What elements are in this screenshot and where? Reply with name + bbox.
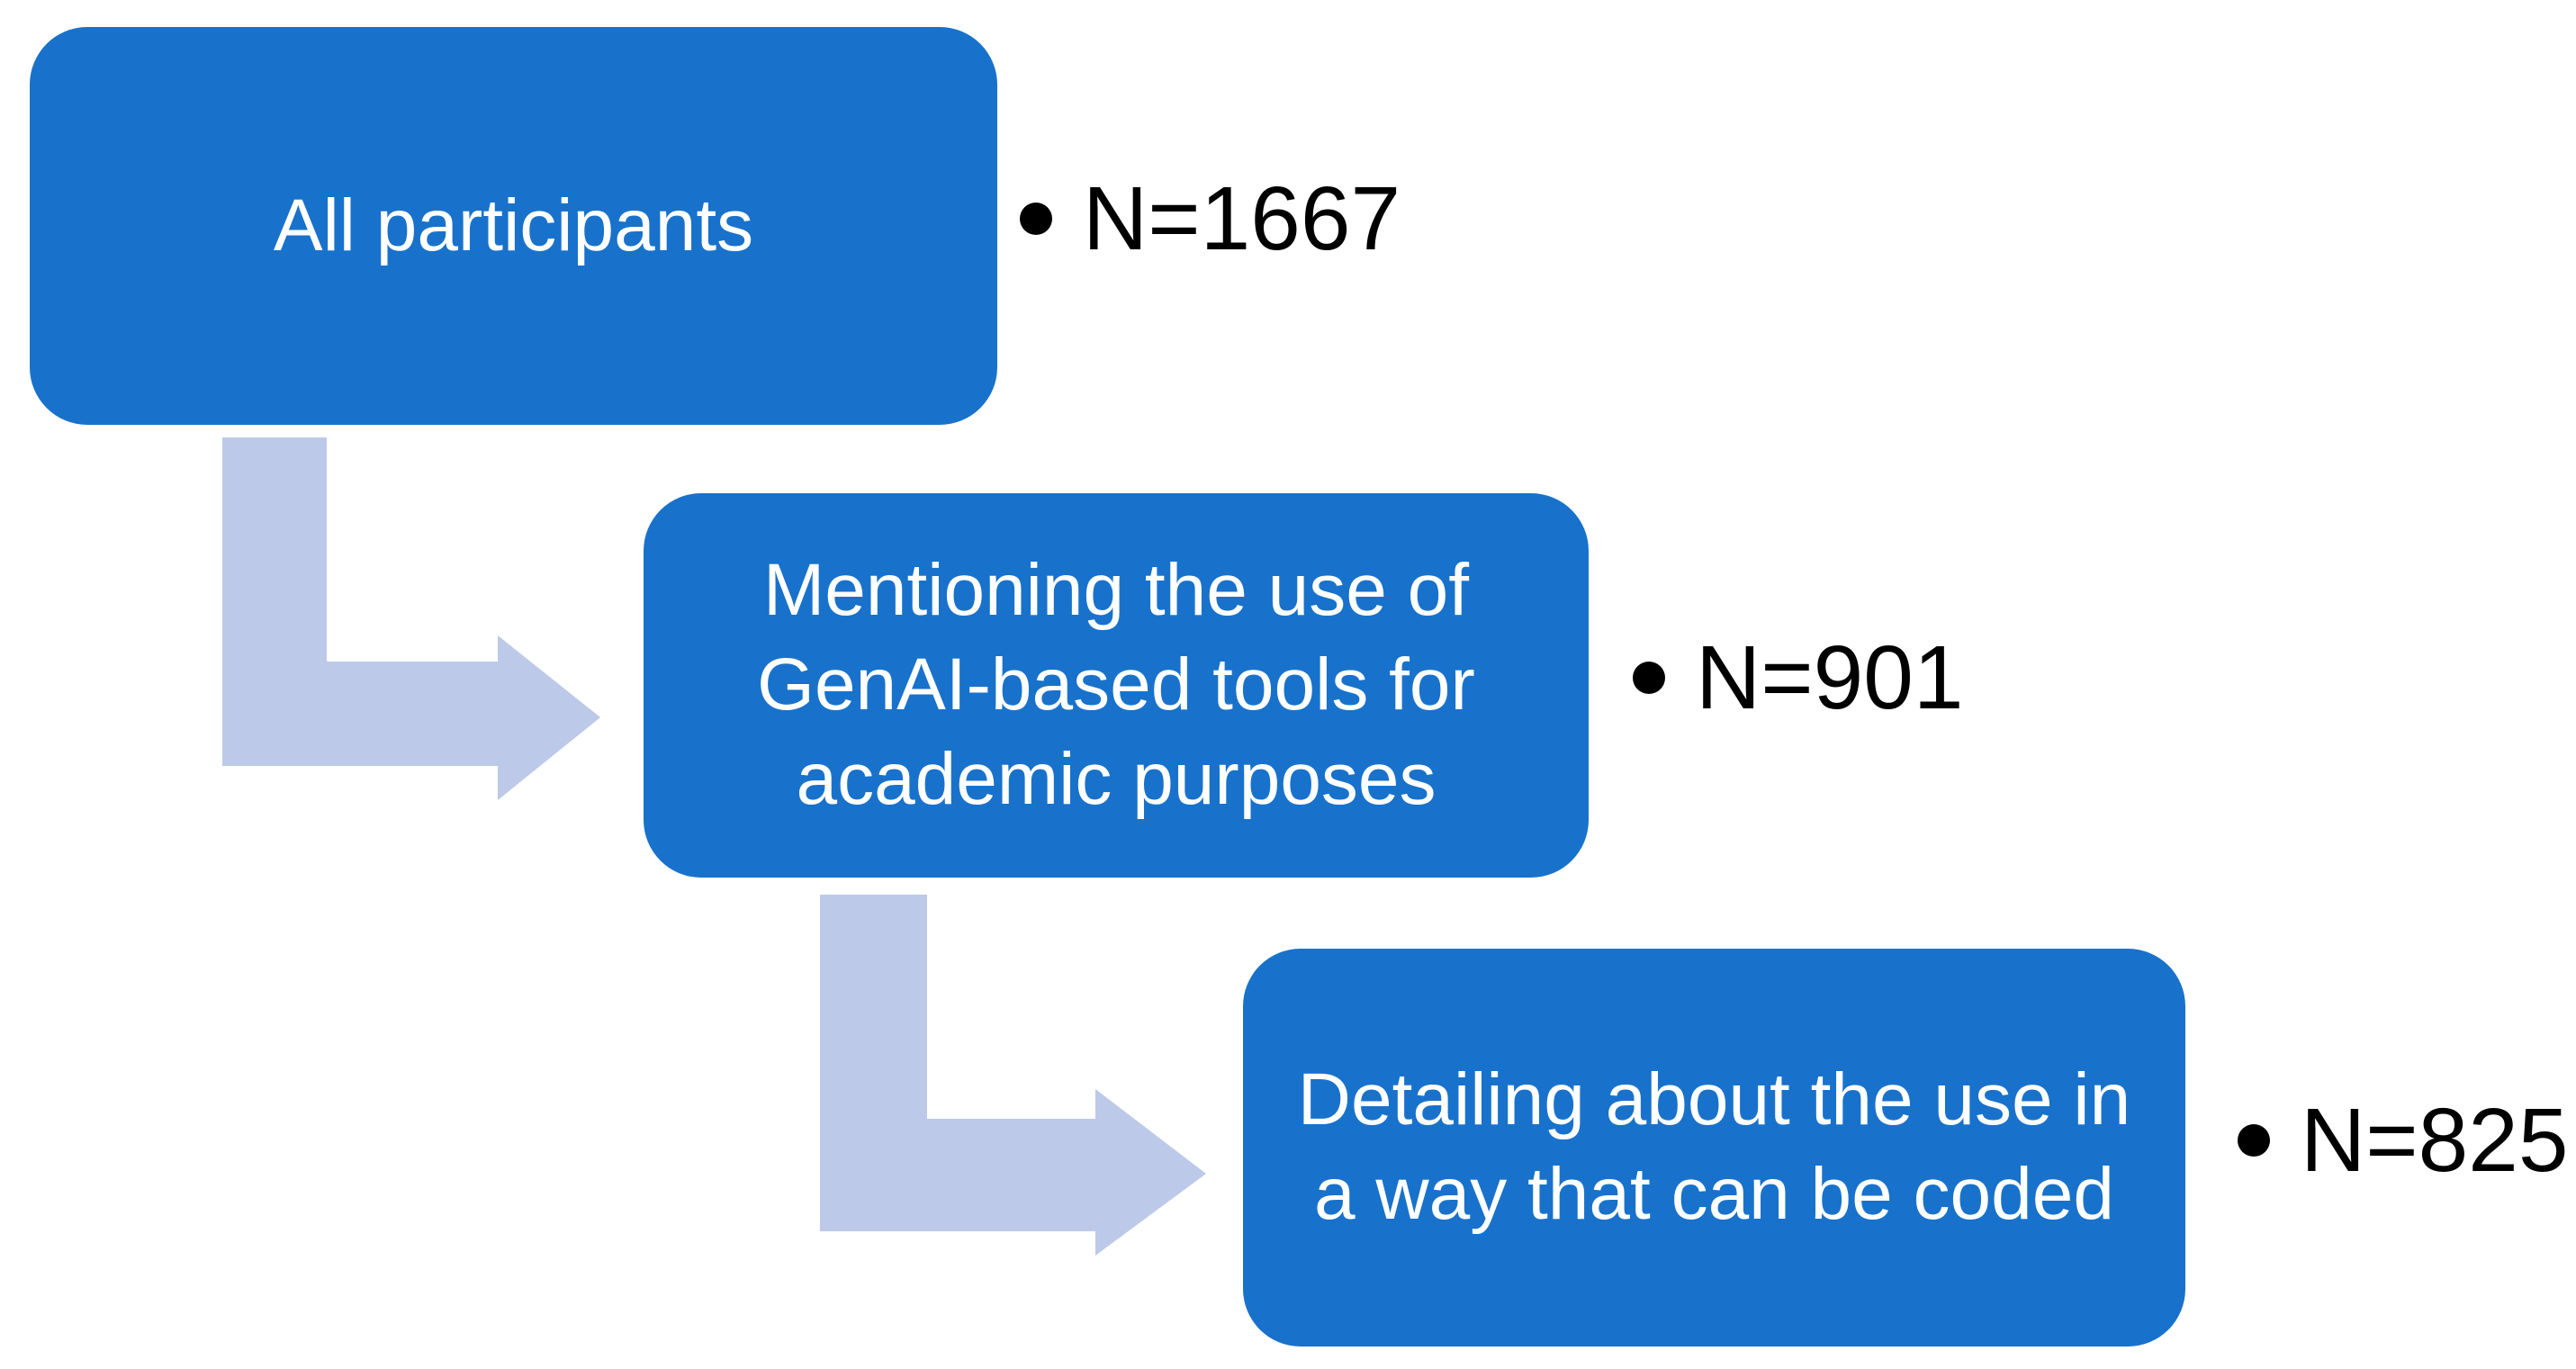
step-box-all-participants: All participants (30, 27, 997, 425)
step-label: All participants (273, 184, 754, 266)
count-callout-2: N=901 (1633, 633, 1963, 723)
bullet-dot-icon (1020, 203, 1052, 235)
step-box-detailing-codable-use: Detailing about the use in a way that ca… (1243, 949, 2185, 1346)
elbow-arrow-1-icon (222, 437, 600, 800)
step-label: Detailing about the use in a way that ca… (1297, 1058, 2131, 1235)
bullet-dot-icon (1633, 662, 1665, 694)
step-box-mentioning-genai-use: Mentioning the use of GenAI-based tools … (644, 493, 1589, 878)
step-label: Mentioning the use of GenAI-based tools … (757, 549, 1475, 820)
count-callout-1: N=1667 (1020, 174, 1401, 264)
count-label: N=1667 (1083, 168, 1401, 269)
elbow-arrow-2-icon (820, 895, 1206, 1256)
count-callout-3: N=825 (2238, 1095, 2568, 1185)
bullet-dot-icon (2238, 1124, 2270, 1157)
count-label: N=825 (2301, 1090, 2569, 1191)
count-label: N=901 (1696, 627, 1964, 728)
